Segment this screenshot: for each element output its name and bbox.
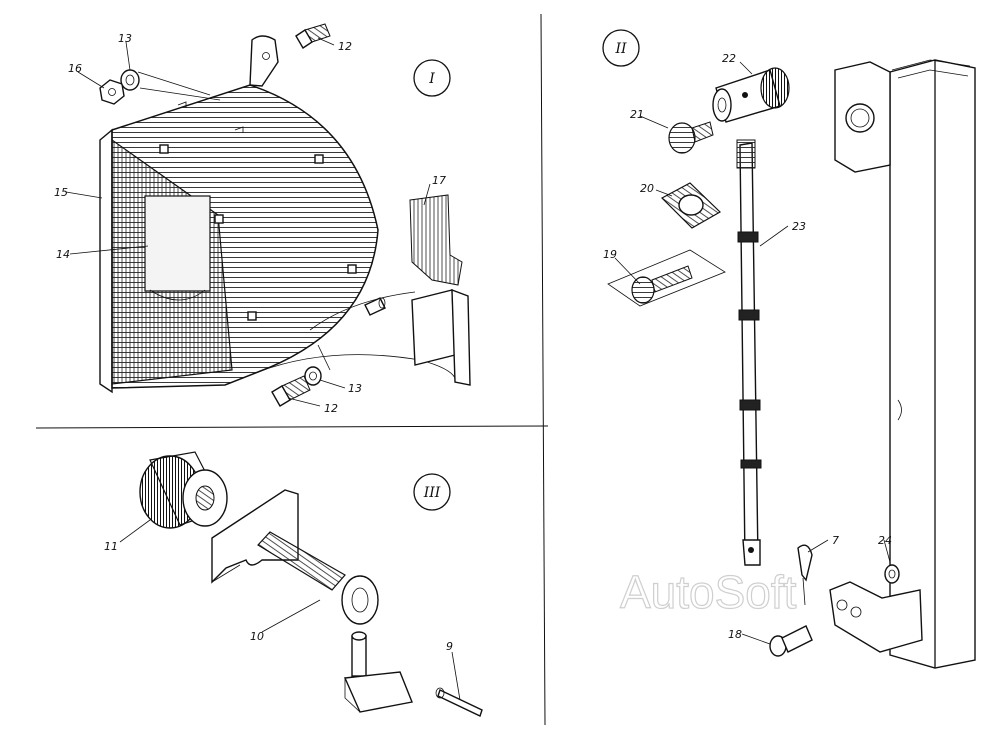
divider-horizontal: [35, 425, 549, 429]
pin: [364, 297, 386, 316]
callout-19: 19: [603, 248, 617, 261]
bolt-19: [607, 249, 726, 307]
cotter-pin-9: [435, 687, 483, 717]
leaders-section-II: [614, 61, 891, 645]
nut-16: [99, 79, 125, 105]
callout-18: 18: [728, 628, 742, 641]
callout-12-lower: 12: [324, 402, 338, 415]
clamp-assembly: [139, 451, 483, 717]
svg-text:II: II: [614, 41, 627, 57]
svg-text:I: I: [428, 71, 435, 87]
eye-bolt-10: [257, 531, 379, 625]
callout-11: 11: [104, 540, 118, 553]
tab-pin: [343, 631, 413, 713]
section-marker-I: I: [413, 59, 451, 97]
leaders-section-III: [119, 519, 461, 701]
top-bracket: [249, 35, 279, 87]
side-panel: [99, 128, 113, 394]
flange-plate-20: [661, 182, 721, 229]
coupling-22: [712, 67, 790, 123]
callout-23: 23: [792, 220, 806, 233]
wiring-harness: [409, 194, 463, 286]
screw-21: [668, 121, 714, 154]
mounting-bracket: [411, 289, 456, 366]
callout-24: 24: [878, 534, 892, 547]
shaft-23: [736, 139, 762, 566]
svg-text:III: III: [423, 485, 441, 501]
callout-20: 20: [640, 182, 654, 195]
bolt-12-upper: [295, 23, 331, 49]
column-assembly: [829, 59, 976, 669]
divider-vertical: [540, 13, 546, 726]
callout-14: 14: [56, 248, 70, 261]
callout-21: 21: [630, 108, 644, 121]
column-bracket: [829, 581, 923, 653]
callout-13-lower: 13: [348, 382, 362, 395]
inspection-window: [144, 195, 211, 292]
callout-22: 22: [722, 52, 736, 65]
callout-12-upper: 12: [338, 40, 352, 53]
callout-17: 17: [432, 174, 446, 187]
pin-18: [769, 625, 813, 657]
callout-10: 10: [250, 630, 264, 643]
column: [889, 59, 976, 669]
callout-9: 9: [446, 640, 453, 653]
washer-24: [884, 564, 900, 584]
leaders-section-I: [65, 37, 431, 407]
section-marker-II: II: [602, 29, 640, 67]
section-marker-III: III: [413, 473, 451, 511]
callout-7: 7: [832, 534, 839, 547]
washer-13-upper: [120, 69, 140, 91]
watermark: AutoSoft: [620, 566, 797, 618]
knurled-nut-11: [139, 451, 228, 529]
callout-labels: 16 13 12 15 14 17 13 12 22 21 20 23 19 7…: [54, 32, 892, 653]
housing-assembly: [99, 23, 471, 407]
bolt-12-lower: [271, 375, 311, 407]
callout-13-upper: 13: [118, 32, 132, 45]
cotter-pin-7: [797, 544, 813, 606]
callout-15: 15: [54, 186, 68, 199]
washer-13-lower: [304, 366, 322, 386]
callout-16: 16: [68, 62, 82, 75]
